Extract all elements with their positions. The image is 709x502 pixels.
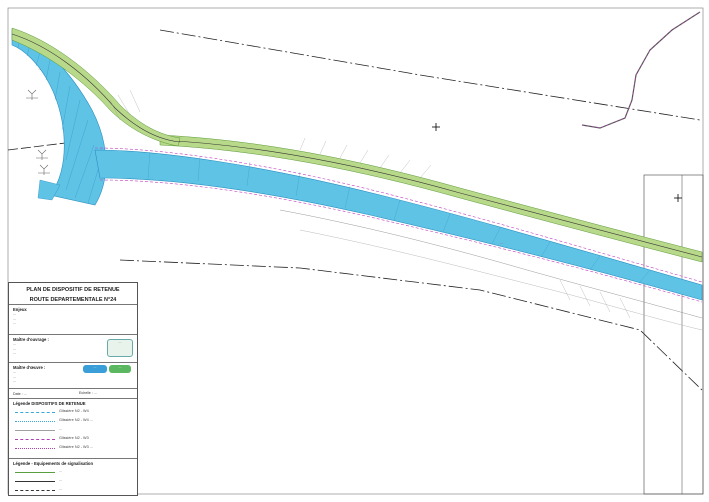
legend-row: ... bbox=[13, 478, 133, 486]
section2-line: ... bbox=[13, 346, 16, 351]
road-centreline bbox=[159, 139, 703, 258]
logo-oeuvre-2: ... bbox=[109, 365, 131, 373]
legend-text: Glissière N2 - W3 bbox=[59, 436, 89, 440]
survey-crosshair bbox=[432, 123, 440, 131]
section2-line: ... bbox=[13, 342, 16, 346]
legend-swatch bbox=[15, 472, 55, 473]
legend-row: Glissière N2 - W4 ... bbox=[13, 418, 133, 426]
date-label: Date : ... bbox=[13, 392, 27, 396]
section1-line: ... bbox=[13, 316, 16, 321]
legend-swatch bbox=[15, 412, 55, 413]
embankment-toe bbox=[279, 209, 703, 319]
section3-line: ... bbox=[13, 370, 16, 374]
legend-row: ... bbox=[13, 487, 133, 495]
legend-swatch bbox=[15, 481, 55, 482]
legend-swatch bbox=[15, 490, 55, 491]
branch-centreline bbox=[11, 33, 181, 143]
boundary-line-bottom bbox=[119, 259, 703, 391]
logo-oeuvre-1: ... bbox=[83, 365, 107, 373]
title-block: PLAN DE DISPOSITIF DE RETENUE ROUTE DEPA… bbox=[8, 282, 138, 496]
vegetation-symbols bbox=[26, 89, 50, 175]
legend-text: ... bbox=[59, 487, 63, 491]
legend-dispositifs: Légende DISPOSITIFS DE RETENUE Glissière… bbox=[9, 399, 137, 459]
section2-label: Maître d'ouvrage : bbox=[13, 337, 49, 342]
legend-swatch bbox=[15, 439, 55, 440]
survey-crosshair-right bbox=[674, 194, 682, 202]
section-maitre-oeuvre: Maître d'œuvre : ... ... ... ... ... bbox=[9, 363, 137, 389]
legend-text: ... bbox=[59, 469, 63, 473]
section2-line: ... bbox=[13, 351, 16, 356]
road-verge bbox=[159, 134, 703, 263]
echelle-label: Echelle : ... bbox=[79, 391, 97, 395]
section3-line: ... bbox=[13, 374, 16, 379]
boundary-line-top bbox=[159, 29, 701, 121]
branch-road bbox=[11, 27, 181, 147]
section3-label: Maître d'œuvre : bbox=[13, 365, 46, 370]
legend-text: Glissière N2 - W4 ... bbox=[59, 418, 93, 422]
section1-line: ... bbox=[13, 312, 16, 316]
title-box: PLAN DE DISPOSITIF DE RETENUE ROUTE DEPA… bbox=[9, 283, 137, 305]
legend-row: ... bbox=[13, 427, 133, 435]
barrier-line-lower bbox=[99, 179, 703, 303]
inset-frame bbox=[643, 174, 704, 495]
legend-text: ... bbox=[59, 478, 63, 482]
road-hatch bbox=[147, 151, 651, 284]
legend-row: Glissière N2 - W3 bbox=[13, 436, 133, 444]
plan-title: PLAN DE DISPOSITIF DE RETENUE bbox=[26, 287, 120, 293]
annotation-red-left: ... bbox=[38, 67, 41, 71]
embankment-hatch bbox=[17, 37, 99, 204]
section1-line: ... bbox=[13, 321, 16, 326]
section1-label: Enjeux bbox=[13, 307, 27, 312]
legend-text: Glissière N2 - W4 bbox=[59, 409, 89, 413]
embankment-toe-2 bbox=[299, 229, 703, 331]
legend-swatch bbox=[15, 430, 55, 431]
barrier-line-upper bbox=[94, 147, 703, 283]
legend-row: Glissière N2 - W4 bbox=[13, 409, 133, 417]
legend-text: Glissière N2 - W3 ... bbox=[59, 445, 93, 449]
track-north-east bbox=[581, 11, 701, 129]
legend-row: ... bbox=[13, 469, 133, 477]
annotation-red-right: ... bbox=[500, 241, 503, 245]
section-maitre-ouvrage: Maître d'ouvrage : ... ... ... ... bbox=[9, 335, 137, 363]
earthwork-hatch bbox=[109, 89, 631, 319]
embankment-small bbox=[37, 179, 61, 201]
legend1-title: Légende DISPOSITIFS DE RETENUE bbox=[13, 401, 86, 406]
legend2-title: Légende - Equipements de signalisation bbox=[13, 461, 94, 466]
road-title: ROUTE DEPARTEMENTALE N°24 bbox=[29, 297, 117, 303]
legend-swatch bbox=[15, 448, 55, 449]
logo-ouvrage: ... bbox=[107, 339, 133, 357]
road-carriageway bbox=[94, 149, 703, 301]
legend-text: ... bbox=[59, 427, 63, 431]
section-date: Date : ... Echelle : ... bbox=[9, 389, 137, 399]
section3-line: ... bbox=[13, 379, 16, 384]
legend-swatch bbox=[15, 421, 55, 422]
legend-row: Glissière N2 - W3 ... bbox=[13, 445, 133, 453]
embankment-left bbox=[11, 29, 107, 206]
legend-signalisation: Légende - Equipements de signalisation .… bbox=[9, 459, 137, 495]
section-enjeux: Enjeux ... ... ... bbox=[9, 305, 137, 335]
